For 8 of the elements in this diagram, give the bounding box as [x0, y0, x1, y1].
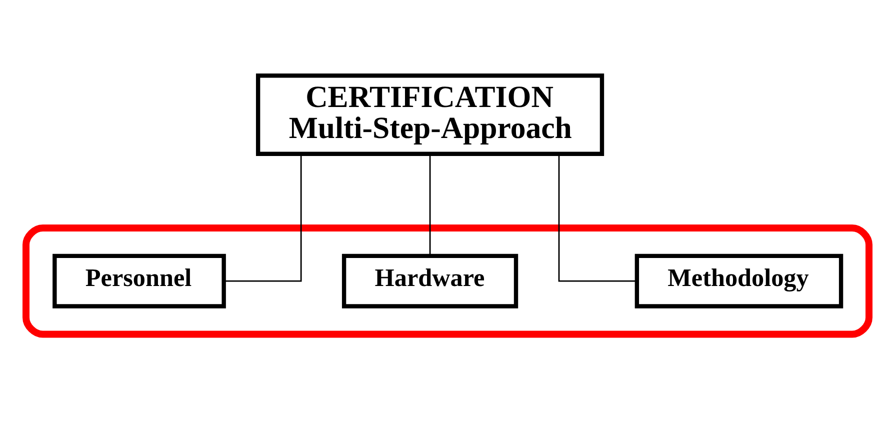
node-box: Methodology	[634, 254, 844, 308]
node-box: CERTIFICATION Multi-Step-Approach	[256, 74, 604, 156]
connector	[224, 154, 302, 282]
node-box: Personnel	[52, 254, 226, 308]
node-box: Hardware	[342, 254, 518, 308]
connector	[429, 154, 431, 256]
connector	[558, 154, 637, 282]
cluster	[22, 224, 872, 338]
